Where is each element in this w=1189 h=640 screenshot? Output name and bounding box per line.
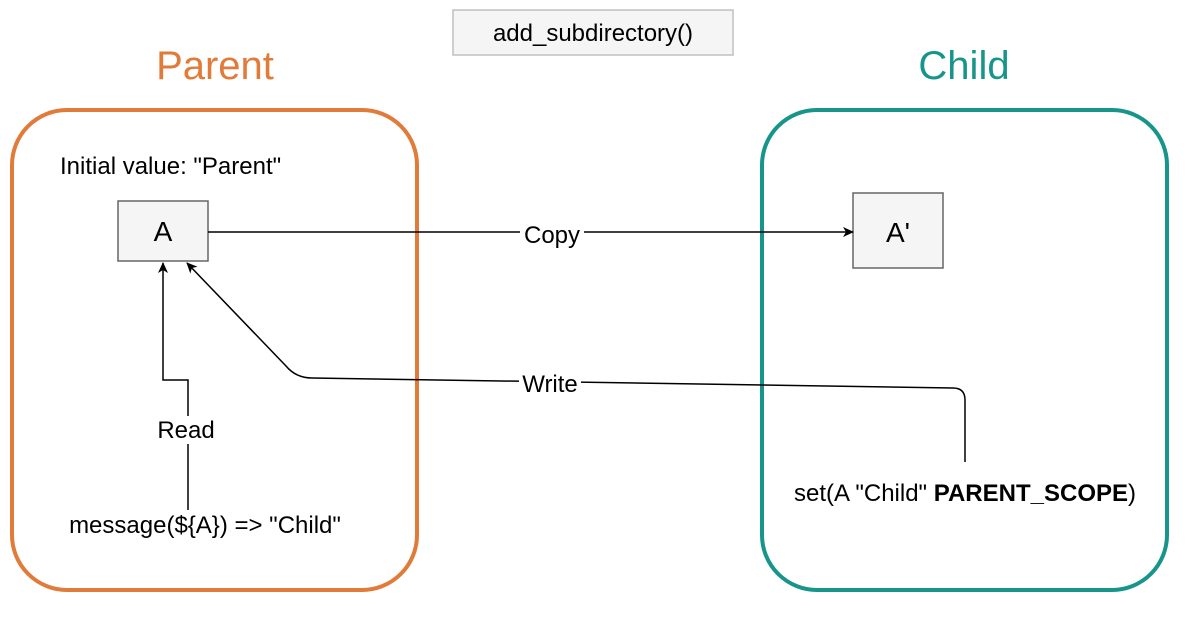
- write-edge-label: Write: [522, 371, 578, 398]
- variable-a-label: A: [154, 216, 173, 247]
- copy-edge: Copy: [208, 220, 854, 249]
- copy-edge-label: Copy: [524, 222, 580, 249]
- parent-heading: Parent: [156, 44, 274, 88]
- set-statement: set(A "Child" PARENT_SCOPE): [794, 480, 1136, 507]
- read-edge: Read: [150, 262, 222, 510]
- set-statement-keyword: PARENT_SCOPE: [934, 480, 1128, 507]
- title-box: add_subdirectory(): [452, 9, 734, 56]
- child-heading: Child: [918, 44, 1009, 88]
- set-statement-prefix: set(A "Child": [794, 480, 934, 507]
- title-text: add_subdirectory(): [493, 20, 693, 47]
- write-edge: Write: [186, 262, 966, 462]
- message-statement: message(${A}) => "Child": [69, 512, 341, 539]
- parent-container: [10, 108, 419, 592]
- set-statement-suffix: ): [1128, 480, 1136, 507]
- child-container: [760, 108, 1169, 592]
- read-edge-label: Read: [157, 417, 214, 444]
- variable-a-prime-node: A': [852, 192, 944, 269]
- parent-initial-value: Initial value: "Parent": [60, 153, 281, 180]
- variable-a-node: A: [117, 200, 209, 262]
- variable-a-prime-label: A': [886, 217, 910, 248]
